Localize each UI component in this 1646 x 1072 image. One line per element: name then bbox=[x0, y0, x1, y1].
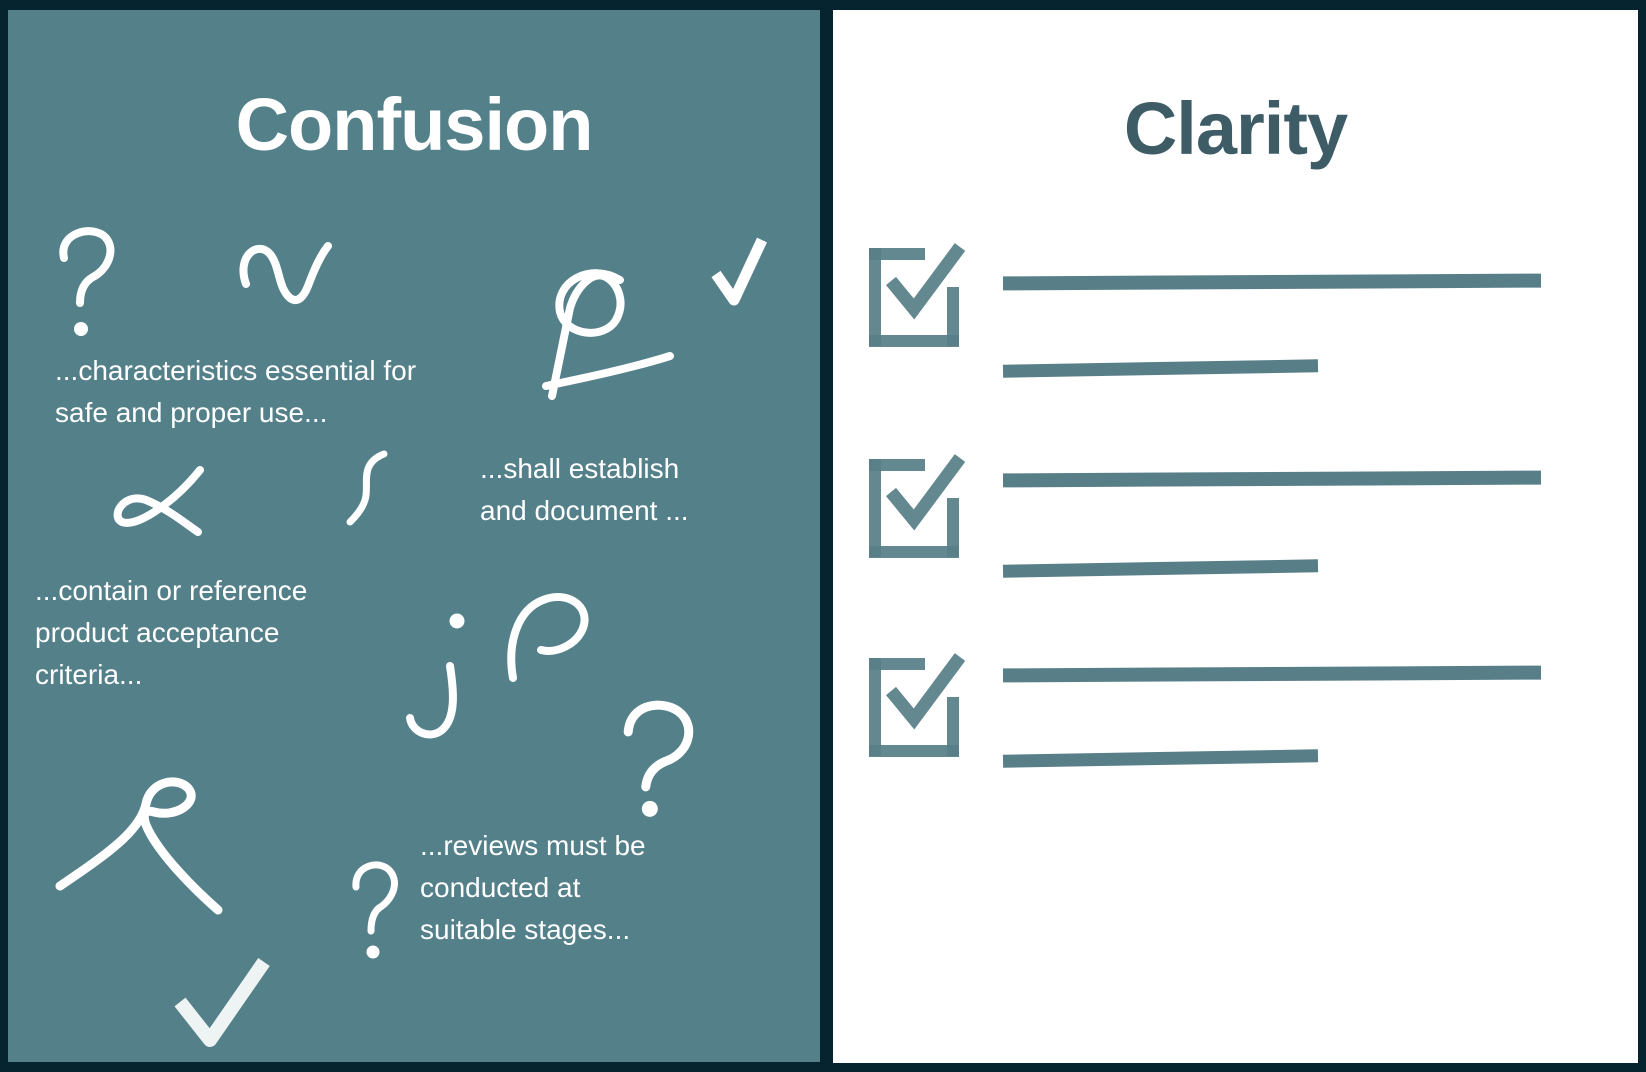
curled-check-squiggle-icon bbox=[239, 242, 332, 305]
list-line-long bbox=[1002, 470, 1542, 488]
list-line-short bbox=[1002, 749, 1319, 768]
quote-characteristics: ...characteristics essential for safe an… bbox=[55, 355, 417, 428]
checkmark-icon bbox=[711, 237, 767, 306]
quote-shall-establish: ...shall establish and document ... bbox=[480, 453, 689, 526]
dot-icon bbox=[449, 613, 465, 629]
checkmark-icon bbox=[174, 958, 270, 1047]
checked-checkbox-icon bbox=[869, 653, 966, 757]
confusion-title: Confusion bbox=[235, 83, 594, 166]
checked-checkbox-icon bbox=[869, 454, 966, 558]
checked-checkbox-icon bbox=[869, 243, 966, 347]
open-curve-squiggle-icon bbox=[507, 592, 589, 682]
list-line-short bbox=[1002, 559, 1319, 578]
list-line-long bbox=[1002, 665, 1542, 683]
question-mark-small-icon bbox=[352, 861, 398, 959]
list-line-short bbox=[1002, 359, 1319, 378]
clarity-title: Clarity bbox=[1123, 87, 1348, 170]
list-line-long bbox=[1002, 273, 1542, 291]
balloon-tail-squiggle-icon bbox=[542, 269, 674, 400]
question-mark-hook-icon bbox=[59, 227, 115, 336]
s-curve-squiggle-icon bbox=[346, 450, 388, 526]
j-hook-squiggle-icon bbox=[406, 662, 457, 739]
alpha-loop-squiggle-icon bbox=[113, 466, 204, 536]
quote-reviews: ...reviews must be conducted at suitable… bbox=[420, 830, 646, 945]
clarity-panel: Clarity bbox=[833, 10, 1638, 1063]
ribbon-loop-squiggle-icon bbox=[55, 777, 223, 915]
quote-acceptance-criteria: ...contain or reference product acceptan… bbox=[35, 575, 308, 690]
confusion-panel: Confusion ...characteristics essential f… bbox=[8, 10, 820, 1062]
question-mark-large-icon bbox=[623, 700, 694, 817]
